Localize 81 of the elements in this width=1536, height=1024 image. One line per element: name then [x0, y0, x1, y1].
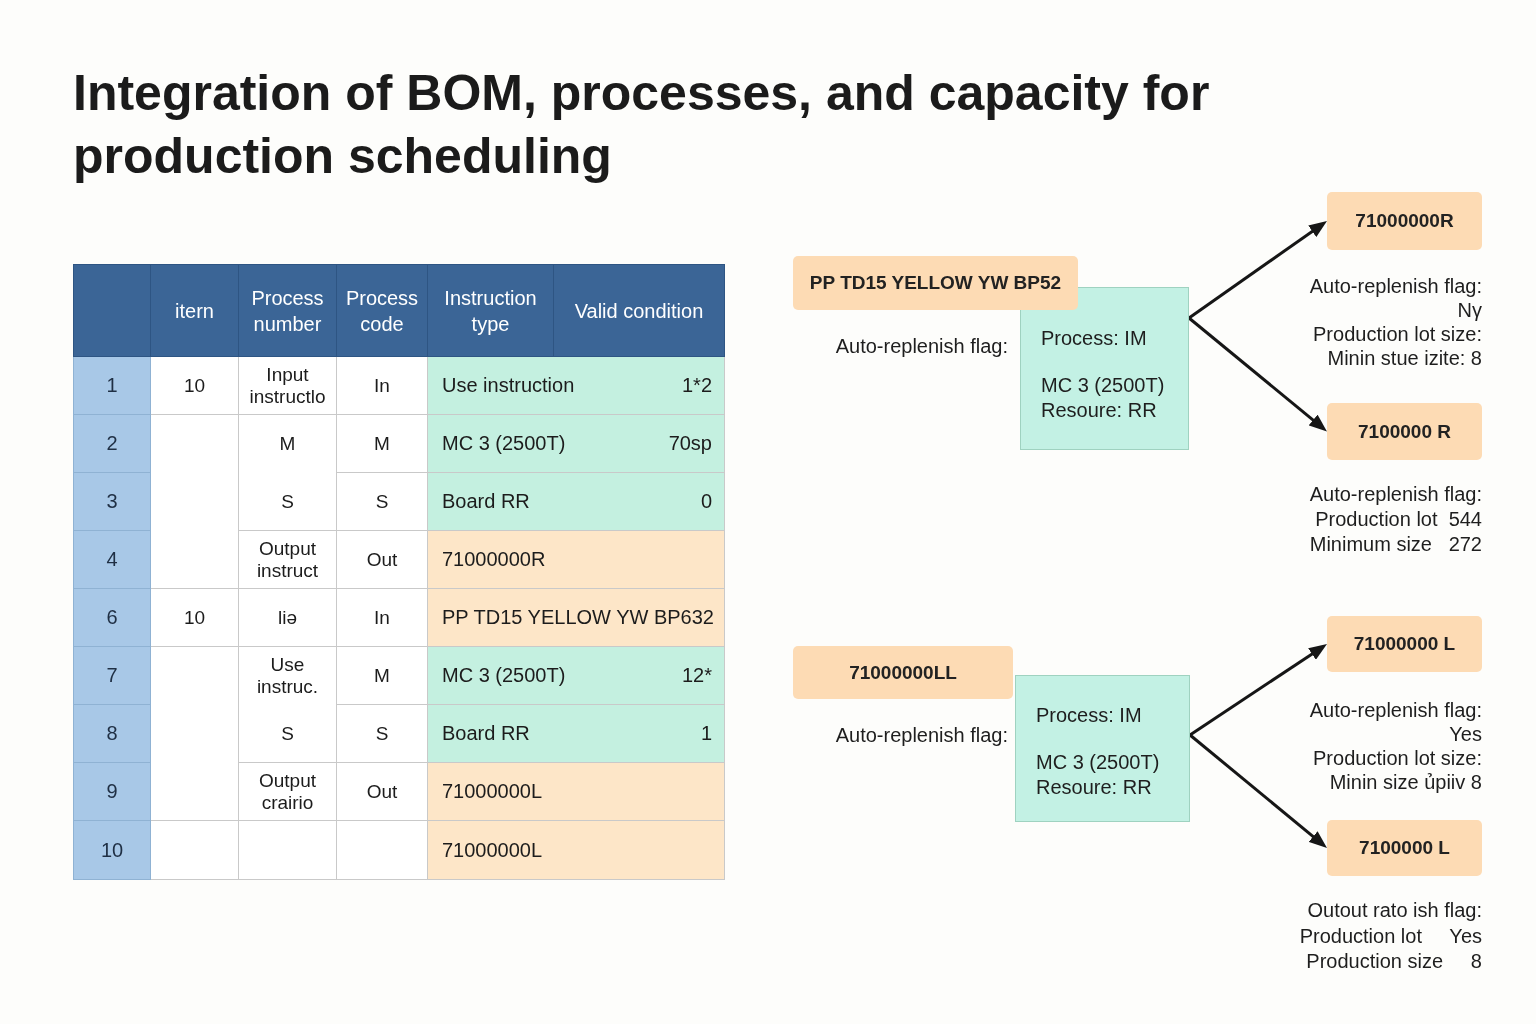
note-text: Minimum size 272: [1309, 532, 1482, 556]
cell-text: PP TD15 YELLOW YW BP632: [442, 606, 714, 629]
header-cell: Process code: [337, 264, 428, 357]
process-box: [1015, 675, 1190, 822]
cell-text: Board RR: [442, 490, 530, 513]
cell-text: Out: [366, 781, 398, 803]
cell-text: S: [375, 491, 389, 513]
arrow: [1189, 644, 1327, 737]
cell-text: 71000000L: [442, 780, 543, 803]
arrow: [1188, 316, 1327, 432]
cell-text: Output instruct: [255, 538, 320, 582]
cell-text: Output crairio: [257, 770, 317, 814]
machine-label: MC 3 (2500T): [1036, 750, 1160, 775]
resource-label: Resoure: RR: [1041, 398, 1157, 423]
item-box: 7100000 L: [1327, 820, 1482, 876]
cell-text: 10: [183, 375, 206, 397]
cell-text: Use instruc.: [255, 654, 320, 698]
header-cell: Valid condition: [554, 264, 725, 357]
cell-text: MC 3 (2500T): [442, 432, 566, 455]
note-text: Minin stue izite: 8: [1327, 346, 1482, 370]
row-number-cell: 10: [73, 821, 151, 880]
resource-label: Resoure: RR: [1036, 775, 1152, 800]
cell-value: 12*: [681, 664, 712, 687]
cell-text: 71000000L: [442, 838, 543, 862]
note-text: Yes: [1449, 722, 1482, 746]
row-number-cell: 2: [73, 415, 151, 473]
cell-text: In: [374, 607, 390, 629]
cell-text: Out: [366, 549, 398, 571]
diagram-title: Integration of BOM, processes, and capacity for production scheduling: [73, 64, 1211, 186]
cell-value: 1*2: [681, 374, 712, 397]
cell-text: S: [375, 723, 389, 745]
row-number-cell: 8: [73, 705, 151, 763]
cell-text: MC 3 (2500T): [442, 664, 566, 687]
cell-text: Board RR: [442, 722, 530, 745]
note-text: Nγ: [1457, 298, 1482, 322]
row-number-cell: 3: [73, 473, 151, 531]
note-text: Production lot 544: [1315, 507, 1482, 531]
cell-value: 1: [700, 722, 712, 745]
note-text: Auto-replenish flag:: [1309, 482, 1482, 506]
cell-text: S: [281, 723, 294, 745]
note-text: Outout rato ish flag:: [1307, 898, 1482, 922]
machine-label: MC 3 (2500T): [1041, 373, 1165, 398]
process-label: Process: IM: [1036, 703, 1142, 728]
note-text: Production lot Yes: [1299, 923, 1482, 948]
note-text: Auto-replenish flag:: [1309, 698, 1482, 722]
note-text: Production size 8: [1306, 949, 1482, 973]
process-box: [1020, 287, 1189, 450]
note-text: Auto-replenish flag:: [1309, 274, 1482, 298]
cell-text: S: [281, 491, 294, 513]
cell-value: 0: [700, 490, 712, 513]
header-cell: Instruction type: [428, 264, 554, 357]
header-cell: Process number: [239, 264, 337, 357]
note-text: Production lot size:: [1313, 322, 1482, 346]
cell-text: 71000000R: [442, 548, 546, 571]
row-number-cell: 6: [73, 589, 151, 647]
row-number-cell: 4: [73, 531, 151, 589]
note-text: Auto-replenish flag:: [835, 723, 1008, 747]
row-number-cell: 1: [73, 357, 151, 415]
header-cell: itern: [151, 264, 239, 357]
cell-text: M: [374, 665, 390, 687]
arrow: [1189, 733, 1327, 848]
cell-text: Use instruction: [442, 374, 575, 397]
note-text: Auto-replenish flag:: [835, 334, 1008, 358]
arrow: [1188, 221, 1327, 320]
process-label: Process: IM: [1041, 326, 1147, 351]
note-text: Production lot size:: [1313, 746, 1482, 770]
item-box: 7100000 R: [1327, 403, 1482, 460]
cell-text: 10: [183, 607, 206, 629]
item-box: 71000000LL: [793, 646, 1013, 699]
note-text: Minin size ủpiiv 8: [1329, 770, 1482, 794]
item-box: 71000000 L: [1327, 616, 1482, 672]
cell-text: In: [374, 375, 390, 397]
item-box: 71000000R: [1327, 192, 1482, 250]
cell-text: M: [374, 433, 390, 455]
row-number-cell: 7: [73, 647, 151, 705]
cell-text: liə: [278, 607, 297, 629]
item-box: PP TD15 YELLOW YW BP52: [793, 256, 1078, 310]
row-number-cell: 9: [73, 763, 151, 821]
cell-text: Input instructlo: [248, 364, 327, 408]
cell-text: M: [279, 433, 296, 455]
cell-value: 70sp: [668, 432, 712, 455]
